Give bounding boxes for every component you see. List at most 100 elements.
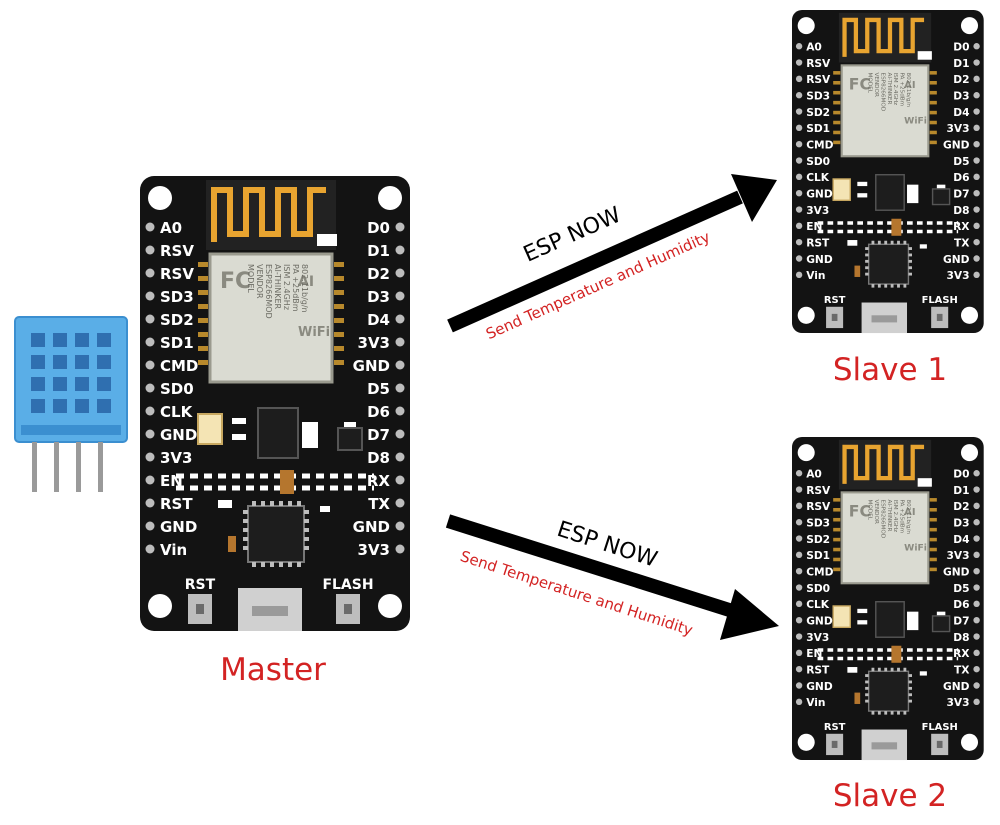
left-pin-label: GND bbox=[160, 518, 197, 536]
right-pin-label: GND bbox=[943, 565, 970, 578]
right-pin-label: RX bbox=[367, 472, 391, 490]
right-pin-label: D8 bbox=[953, 204, 969, 217]
right-pin-label: D3 bbox=[953, 516, 969, 529]
rst-button-label: RST bbox=[824, 722, 846, 733]
left-pin-label: RSV bbox=[160, 265, 194, 283]
module-marking-line: PA +25dBm bbox=[291, 264, 300, 312]
right-pin-label: 3V3 bbox=[946, 122, 969, 135]
left-pin-label: Vin bbox=[160, 541, 187, 559]
ai-mark: AI bbox=[904, 507, 915, 518]
module-marking-line: MODEL bbox=[867, 72, 873, 93]
module-marking-line: ISM 2.4GHz bbox=[892, 72, 898, 105]
left-pin-label: 3V3 bbox=[806, 204, 829, 217]
right-pin-label: D5 bbox=[953, 155, 969, 168]
module-marking-line: ESP8266MOD bbox=[264, 264, 273, 319]
module-marking-line: ESP8266MOD bbox=[879, 72, 885, 111]
left-pin-label: RSV bbox=[806, 500, 831, 513]
right-pin-label: D8 bbox=[367, 449, 390, 467]
slave1-board: A0RSVRSVSD3SD2SD1CMDSD0CLKGND3V3ENRSTGND… bbox=[792, 10, 984, 333]
master-caption: Master bbox=[220, 652, 326, 688]
left-pin-label: EN bbox=[806, 647, 822, 660]
left-pin-label: Vin bbox=[806, 696, 825, 709]
module-marking-line: MODEL bbox=[246, 264, 255, 293]
left-pin-label: RSV bbox=[160, 242, 194, 260]
flash-button-label: FLASH bbox=[922, 722, 958, 733]
slave2-caption: Slave 2 bbox=[832, 778, 948, 814]
right-pin-label: D3 bbox=[953, 89, 969, 102]
right-pin-label: RX bbox=[953, 647, 969, 660]
right-pin-label: D1 bbox=[953, 484, 969, 497]
right-pin-label: D1 bbox=[367, 242, 390, 260]
right-pin-label: 3V3 bbox=[946, 549, 969, 562]
left-pin-label: RSV bbox=[806, 57, 831, 70]
flash-button-label: FLASH bbox=[922, 295, 958, 306]
right-pin-label: 3V3 bbox=[358, 334, 390, 352]
module-marking-line: AI-THINKER bbox=[273, 264, 282, 310]
left-pin-label: SD3 bbox=[806, 89, 830, 102]
left-pin-label: SD2 bbox=[806, 106, 830, 119]
rst-button-label: RST bbox=[824, 295, 846, 306]
right-pin-label: D7 bbox=[953, 187, 969, 200]
left-pin-label: 3V3 bbox=[806, 631, 829, 644]
slave1-caption: Slave 1 bbox=[832, 352, 948, 388]
right-pin-label: GND bbox=[353, 518, 390, 536]
right-pin-label: D6 bbox=[367, 403, 390, 421]
ai-mark: AI bbox=[904, 80, 915, 91]
right-pin-label: D2 bbox=[953, 73, 969, 86]
right-pin-label: D5 bbox=[953, 582, 969, 595]
right-pin-label: D4 bbox=[367, 311, 390, 329]
left-pin-label: SD1 bbox=[806, 122, 830, 135]
left-pin-label: A0 bbox=[160, 219, 182, 237]
left-pin-label: CLK bbox=[160, 403, 194, 421]
right-pin-label: D8 bbox=[953, 631, 969, 644]
left-pin-label: SD2 bbox=[806, 533, 830, 546]
left-pin-label: CMD bbox=[806, 565, 833, 578]
wifi-mark: WiFi bbox=[904, 116, 927, 127]
right-pin-label: GND bbox=[943, 680, 970, 693]
left-pin-label: SD3 bbox=[160, 288, 194, 306]
right-pin-label: 3V3 bbox=[358, 541, 390, 559]
link-arrow-slave1 bbox=[447, 174, 777, 333]
left-pin-label: GND bbox=[806, 614, 833, 627]
right-pin-label: D6 bbox=[953, 171, 969, 184]
left-pin-label: CLK bbox=[806, 598, 830, 611]
module-marking-line: VENDOR bbox=[255, 264, 264, 299]
fc-mark: FC bbox=[849, 76, 871, 94]
wifi-mark: WiFi bbox=[904, 543, 927, 554]
right-pin-label: TX bbox=[954, 236, 969, 249]
module-marking-line: 802.11b/g/n bbox=[300, 264, 309, 313]
right-pin-label: D3 bbox=[367, 288, 390, 306]
left-pin-label: GND bbox=[160, 426, 197, 444]
left-pin-label: Vin bbox=[806, 269, 825, 282]
wifi-mark: WiFi bbox=[298, 325, 330, 340]
left-pin-label: CMD bbox=[806, 138, 833, 151]
left-pin-label: SD1 bbox=[806, 549, 830, 562]
right-pin-label: D0 bbox=[953, 467, 969, 480]
rst-button-label: RST bbox=[185, 577, 216, 593]
left-pin-label: GND bbox=[806, 253, 833, 266]
right-pin-label: TX bbox=[368, 495, 390, 513]
left-pin-label: RST bbox=[806, 236, 830, 249]
flash-button-label: FLASH bbox=[322, 577, 373, 593]
right-pin-label: GND bbox=[943, 138, 970, 151]
right-pin-label: D4 bbox=[953, 106, 969, 119]
master-board: A0RSVRSVSD3SD2SD1CMDSD0CLKGND3V3ENRSTGND… bbox=[140, 176, 410, 631]
right-pin-label: GND bbox=[943, 253, 970, 266]
link-arrow-slave2 bbox=[445, 514, 779, 640]
module-marking-line: PA +25dBm bbox=[899, 72, 905, 106]
module-marking-line: PA +25dBm bbox=[899, 499, 905, 533]
dht11-sensor-icon bbox=[14, 316, 128, 493]
module-marking-line: MODEL bbox=[867, 499, 873, 520]
left-pin-label: EN bbox=[160, 472, 183, 490]
right-pin-label: 3V3 bbox=[946, 696, 969, 709]
left-pin-label: A0 bbox=[806, 40, 822, 53]
module-marking-line: 802.11b/g/n bbox=[905, 499, 911, 534]
right-pin-label: D2 bbox=[953, 500, 969, 513]
module-marking-line: AI-THINKER bbox=[886, 72, 892, 104]
left-pin-label: GND bbox=[806, 680, 833, 693]
left-pin-label: 3V3 bbox=[160, 449, 192, 467]
right-pin-label: D7 bbox=[367, 426, 390, 444]
left-pin-label: RST bbox=[806, 663, 830, 676]
module-marking-line: 802.11b/g/n bbox=[905, 72, 911, 107]
